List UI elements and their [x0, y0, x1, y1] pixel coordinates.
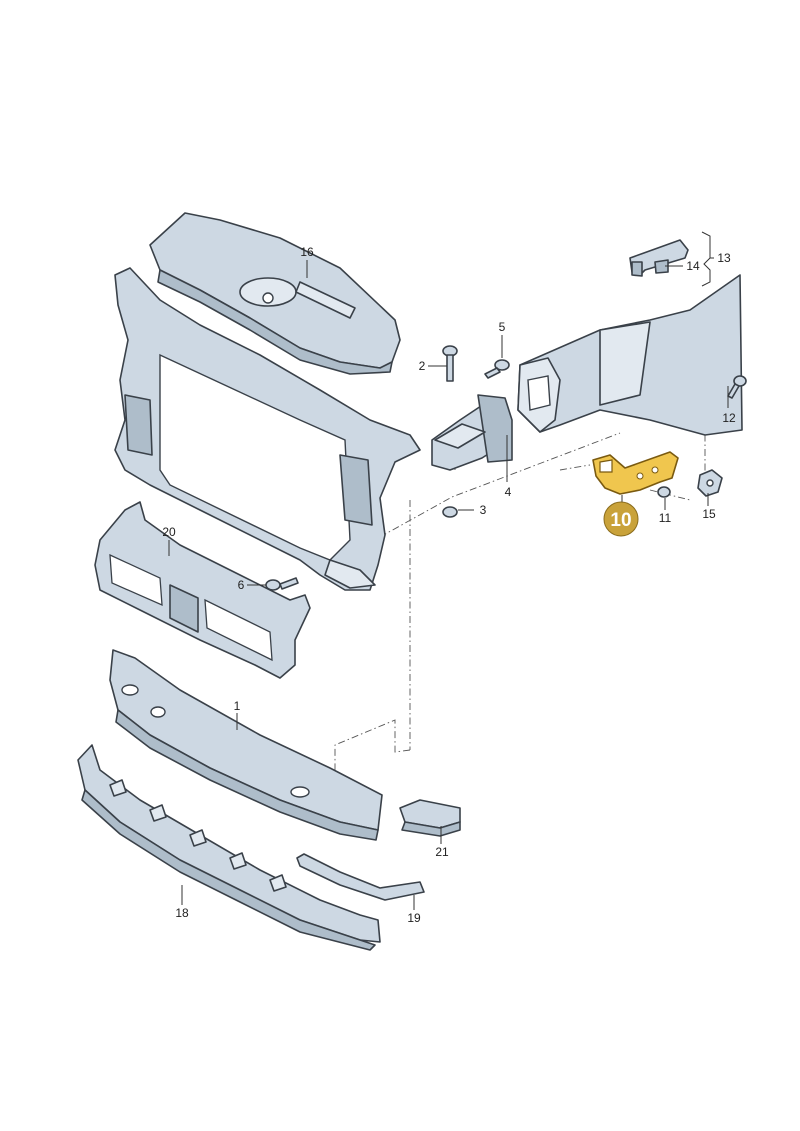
part-10-highlighted-bracket	[592, 451, 679, 495]
callout-16: 16	[300, 245, 314, 259]
fastener-3-nut	[442, 506, 458, 518]
callout-20: 20	[162, 525, 176, 539]
callout-21: 21	[435, 845, 449, 859]
part-16-air-guide	[149, 212, 401, 375]
callout-5: 5	[499, 320, 506, 334]
fastener-5-screw	[484, 359, 510, 379]
part-20-front-panel	[94, 501, 311, 679]
fastener-11-nut	[657, 486, 671, 498]
callout-labels: 1 2 3 4 5 6 11 12 13 14 15 16 18 19 20 2…	[162, 245, 736, 925]
part-4-crash-box	[431, 394, 513, 471]
callout-3: 3	[480, 503, 487, 517]
callout-13: 13	[717, 251, 731, 265]
part-19-trim-strip	[296, 853, 425, 901]
highlight-callout-10: 10	[603, 501, 639, 537]
fastener-2-bolt	[442, 345, 458, 382]
callout-18: 18	[175, 906, 189, 920]
longitudinal-member	[517, 274, 743, 436]
callout-4: 4	[505, 485, 512, 499]
callout-1: 1	[234, 699, 241, 713]
fastener-15-clip	[697, 469, 723, 497]
callout-6: 6	[238, 578, 245, 592]
leader-lines	[168, 231, 729, 910]
fastener-6-screw	[265, 577, 299, 591]
callout-19: 19	[407, 911, 421, 925]
highlight-label: 10	[610, 510, 631, 531]
callout-2: 2	[419, 359, 426, 373]
highlight-badge	[603, 501, 639, 537]
fastener-12-screw	[727, 375, 747, 399]
part-13-bracket	[629, 239, 689, 277]
lock-carrier	[114, 267, 421, 591]
part-21-bracket	[399, 799, 461, 837]
callout-14: 14	[686, 259, 700, 273]
part-1-bumper-beam	[109, 649, 383, 841]
part-18-energy-absorber	[77, 744, 381, 951]
callout-12: 12	[722, 411, 736, 425]
callout-11: 11	[659, 511, 672, 525]
callout-15: 15	[702, 507, 716, 521]
